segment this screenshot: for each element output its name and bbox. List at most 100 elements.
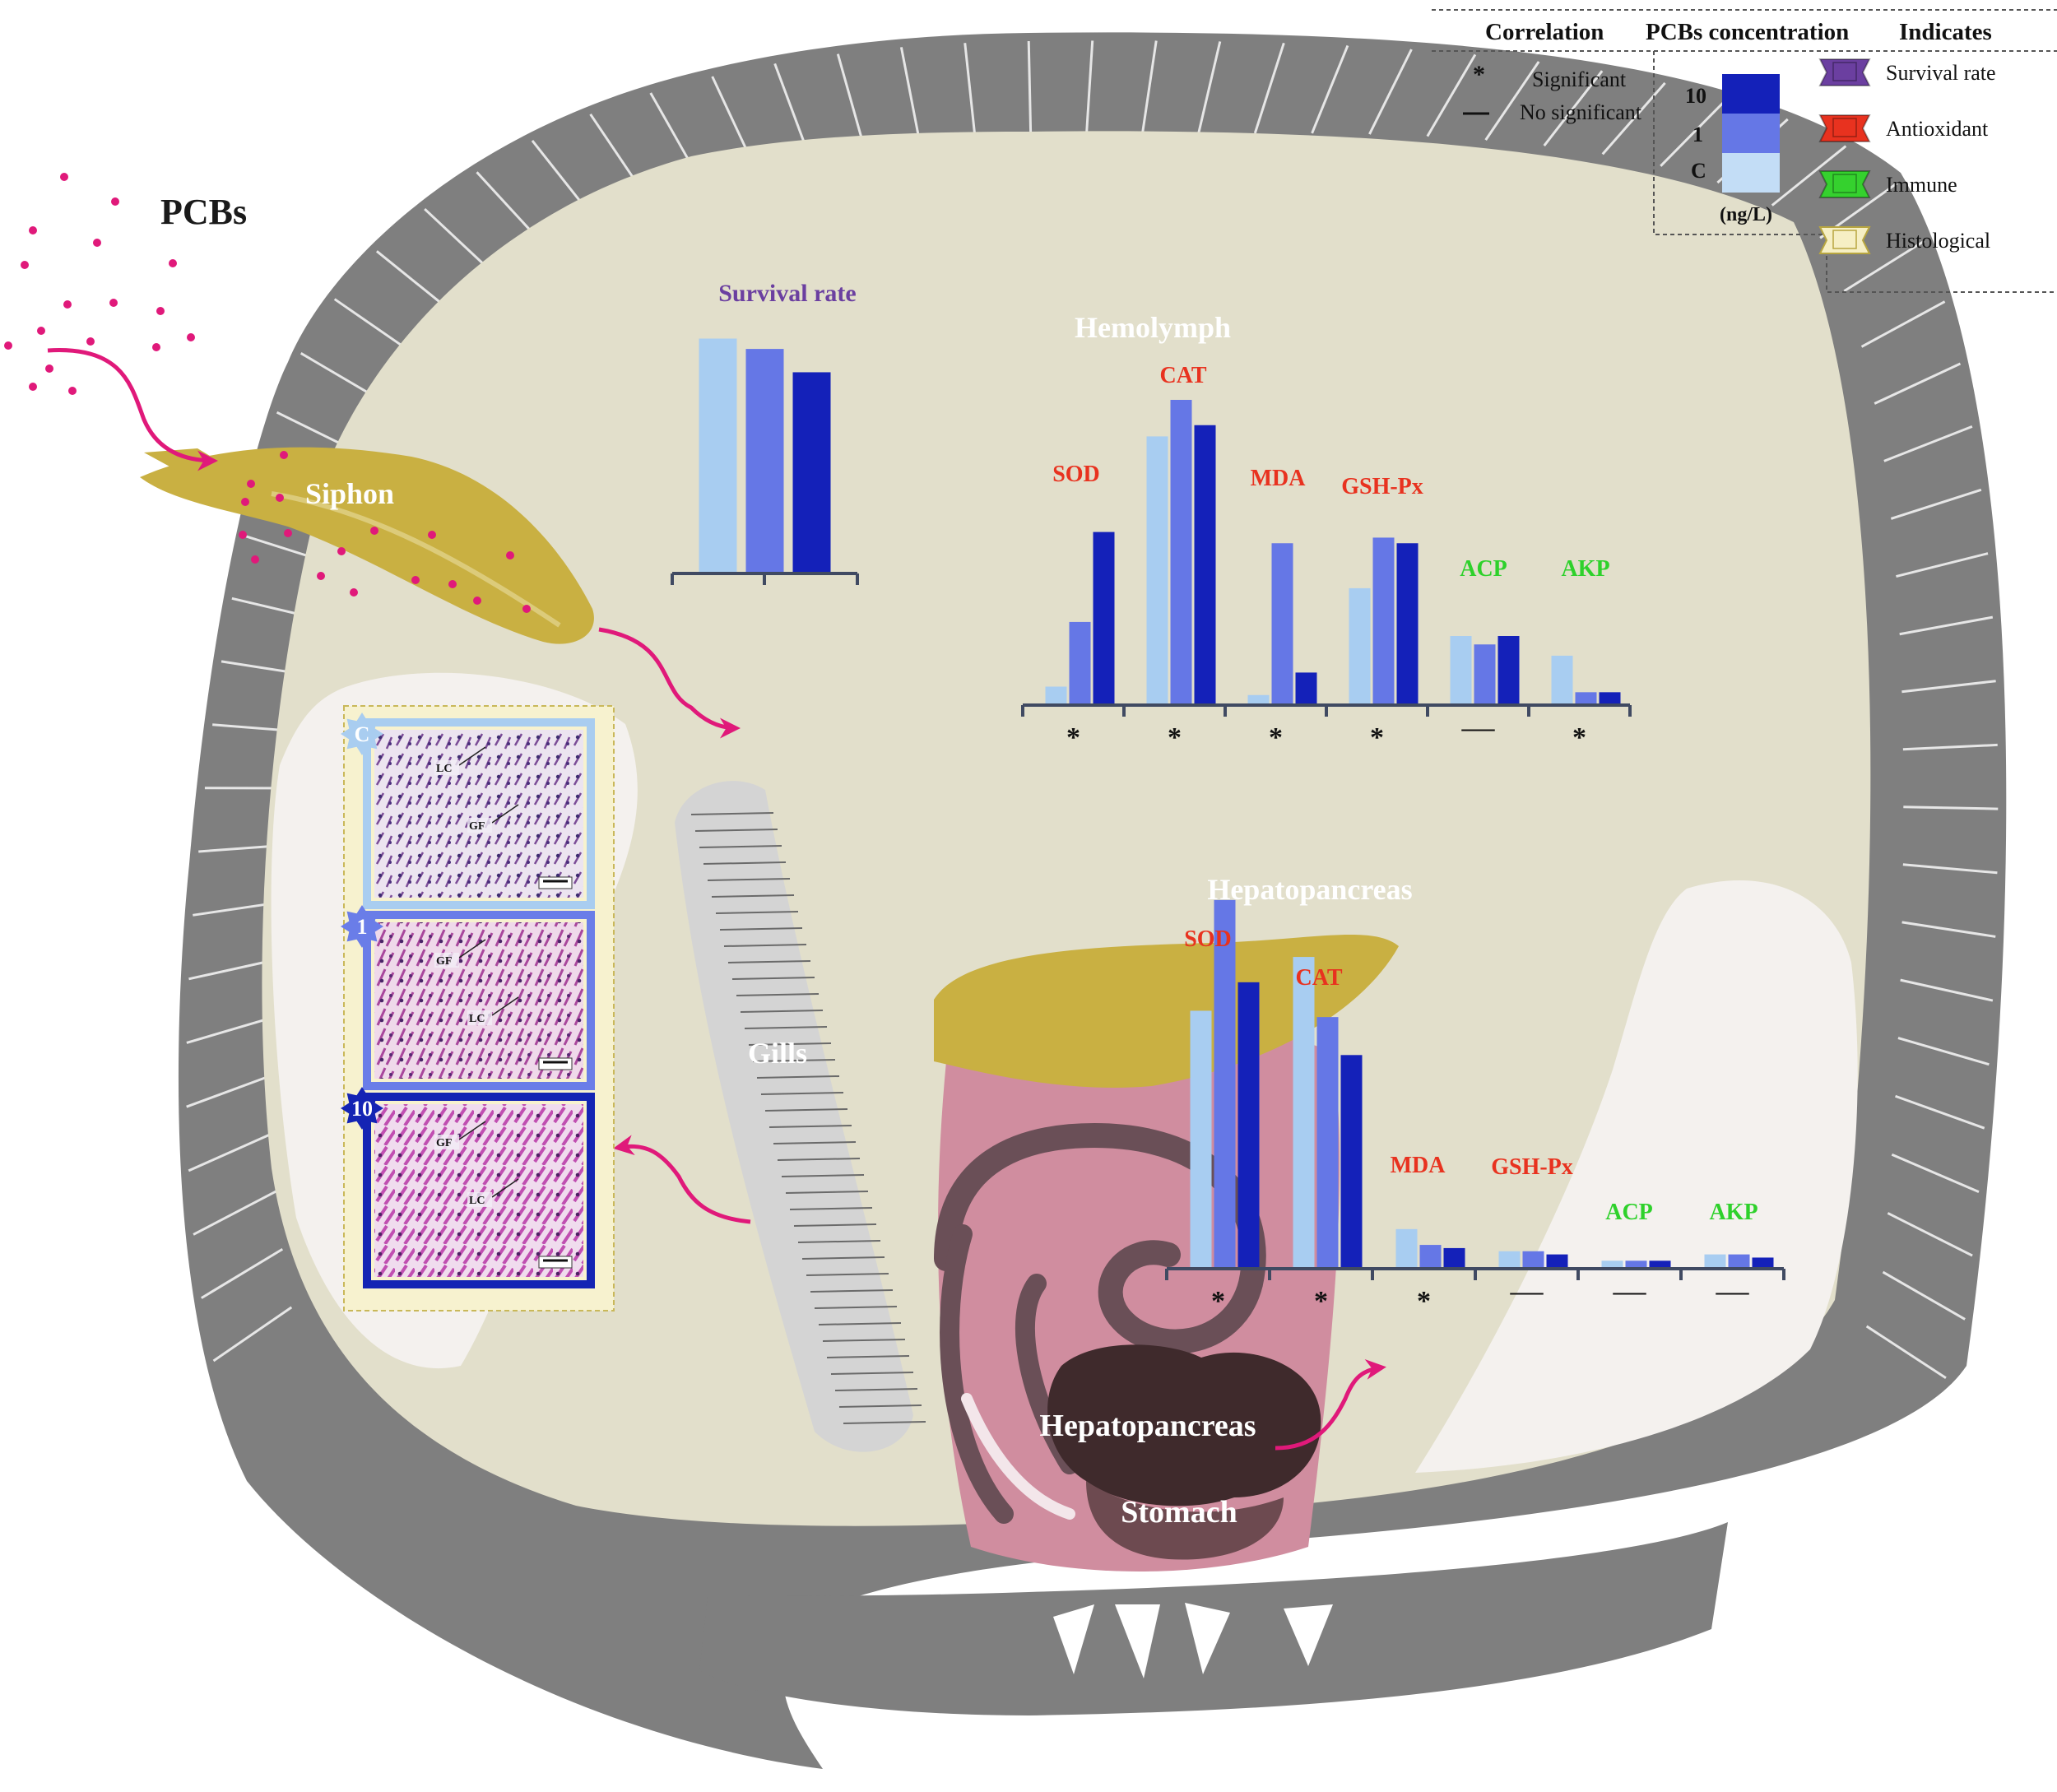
bar-mda-10 xyxy=(1295,672,1317,703)
shell-rib xyxy=(1901,680,1996,694)
gill-filament xyxy=(694,829,778,832)
legend-unit: (ng/L) xyxy=(1720,204,1772,225)
slide-annotation-pointer xyxy=(458,746,486,766)
legend-significant-symbol: * xyxy=(1473,61,1485,88)
pcb-particle xyxy=(241,498,249,506)
pcb-particle xyxy=(506,551,514,559)
significance-marker: — xyxy=(1716,1272,1750,1309)
significance-marker: * xyxy=(1211,1286,1225,1316)
bar-gsh-px-1 xyxy=(1522,1251,1544,1267)
shell-rib xyxy=(963,43,977,137)
slide-annotation-pointer xyxy=(491,996,519,1016)
legend-indicates-header: Indicates xyxy=(1899,19,1992,45)
slide-frame xyxy=(363,1093,595,1288)
shell-rib xyxy=(1027,40,1033,137)
gill-filament xyxy=(818,1322,902,1325)
bar-akp-c xyxy=(1551,655,1573,703)
slide-tag-badge xyxy=(341,905,383,948)
stomach xyxy=(1047,1344,1321,1506)
chart-title: Survival rate xyxy=(718,280,856,307)
gill-filament xyxy=(843,1421,926,1424)
gill-filament xyxy=(810,1289,894,1293)
pcb-particle xyxy=(276,494,284,502)
scale-bar xyxy=(538,1057,573,1070)
gill-filament xyxy=(736,993,820,996)
slide-tag: C xyxy=(355,722,370,746)
pcb-particle xyxy=(280,451,288,459)
bar-gsh-px-c xyxy=(1349,587,1371,703)
shell-rib xyxy=(201,1247,284,1299)
gill-filament xyxy=(822,1339,906,1342)
gill-filament xyxy=(764,1108,848,1112)
group-label-akp: AKP xyxy=(1709,1200,1758,1225)
indicator-label: Survival rate xyxy=(1886,61,1996,85)
siphon: Siphon xyxy=(140,447,594,644)
slide-image xyxy=(374,730,583,898)
pcb-particle xyxy=(473,597,481,605)
bar-sod-10 xyxy=(1237,982,1260,1267)
legend-swatch-10 xyxy=(1722,74,1780,114)
slide-frame xyxy=(363,911,595,1090)
scale-bar xyxy=(538,876,573,889)
bar-akp-1 xyxy=(1575,692,1597,703)
legend-correlation-header: Correlation xyxy=(1485,19,1604,45)
group-label-sod: SOD xyxy=(1184,926,1232,952)
group-label-gsh-px: GSH-Px xyxy=(1491,1154,1573,1180)
shell-rib xyxy=(212,1306,293,1363)
bar-gsh-px-c xyxy=(1498,1251,1521,1267)
pcb-particle xyxy=(21,261,29,269)
pcb-particle xyxy=(4,341,12,350)
shell-rib xyxy=(1865,1325,1947,1380)
gill-filament xyxy=(756,1075,840,1079)
shell-rib xyxy=(1601,81,1666,156)
bar-gsh-px-1 xyxy=(1372,537,1395,703)
pcb-particles xyxy=(4,173,531,613)
shell-rib xyxy=(1887,1212,1973,1257)
slide-annotation-pointer xyxy=(458,1121,486,1140)
pcb-particle xyxy=(317,572,325,580)
gill-filament xyxy=(797,1240,881,1243)
shell-rib xyxy=(1543,70,1604,147)
shell-rib xyxy=(1084,40,1094,136)
stomach-label: Stomach xyxy=(1121,1495,1237,1530)
chart-hepatopancreas: HepatopancreasSOD*CAT*MDA*GSH-Px—ACP—AKP… xyxy=(1165,873,1785,1316)
gill-filament xyxy=(752,1059,836,1062)
slide-annotation: GF xyxy=(469,820,485,833)
bar-akp-10 xyxy=(1752,1257,1774,1267)
significance-marker: * xyxy=(1417,1286,1431,1316)
flow-arrows xyxy=(47,348,1386,1451)
shell-rib xyxy=(186,1014,278,1044)
pcb-particle xyxy=(45,364,53,373)
group-label-mda: MDA xyxy=(1251,466,1307,491)
slide-annotation: LC xyxy=(469,1013,485,1025)
shell-rib xyxy=(836,53,865,146)
clam-body xyxy=(262,131,1871,1526)
gill-filament xyxy=(793,1223,877,1227)
shell-rib xyxy=(1895,1094,1985,1130)
slide-annotation: LC xyxy=(436,763,452,775)
shell-rib xyxy=(1426,53,1477,137)
shell-rib xyxy=(1903,805,1999,810)
bar-mda-c xyxy=(1247,694,1270,703)
pcb-particle xyxy=(284,529,292,537)
slide-annotation-pointer xyxy=(491,804,519,824)
gill-filament xyxy=(707,878,791,881)
shell-rib xyxy=(1902,863,1998,875)
bar-cat-c xyxy=(1293,957,1315,1267)
shell-rib xyxy=(1902,743,1998,751)
shell-rib xyxy=(186,1072,276,1108)
shell-rib xyxy=(1899,615,1994,636)
gill-filament xyxy=(768,1125,852,1128)
indicator-label: Histological xyxy=(1886,229,1990,253)
gill-filament xyxy=(699,845,782,848)
bar-sod-1 xyxy=(1214,899,1236,1267)
slide-tag: 10 xyxy=(351,1097,373,1121)
bar-cat-10 xyxy=(1194,425,1216,703)
shell-rib xyxy=(1197,41,1222,134)
legend-level-1: 1 xyxy=(1692,123,1703,146)
bar-cat-c xyxy=(1146,436,1168,703)
bar-sod-c xyxy=(1190,1010,1212,1267)
gill-filament xyxy=(715,911,799,914)
